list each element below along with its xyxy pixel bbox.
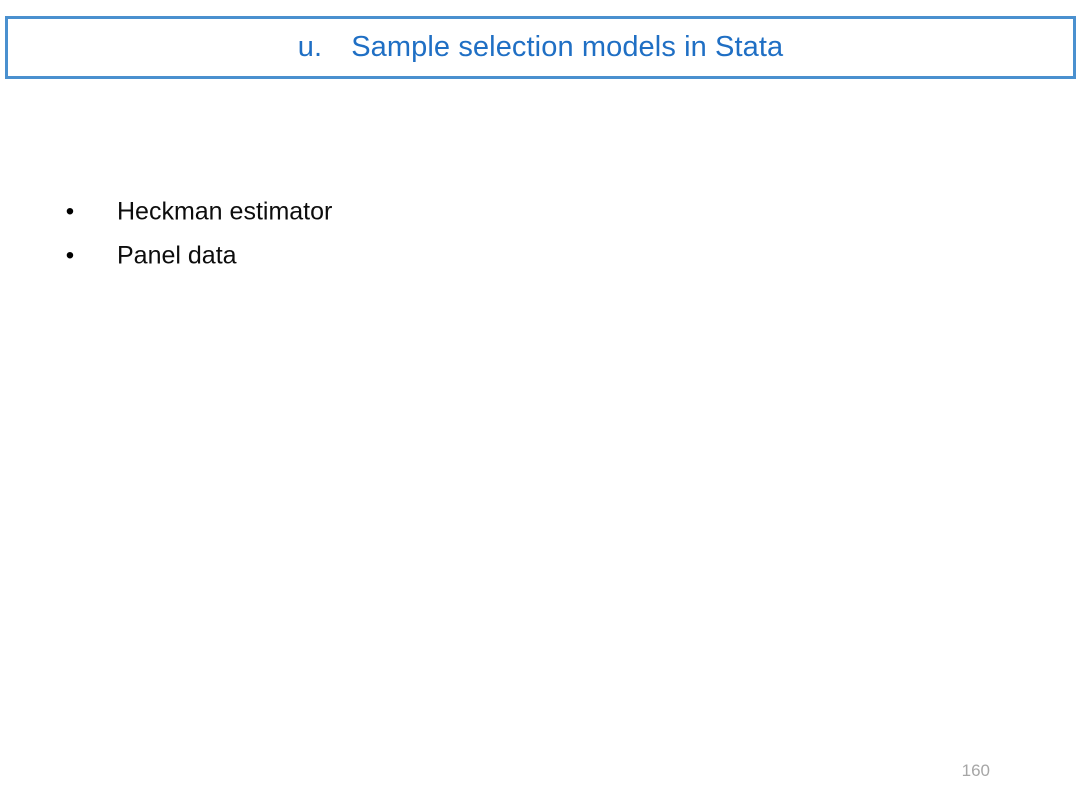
bullet-point-icon: • <box>65 242 75 269</box>
bullet-point-icon: • <box>65 198 75 225</box>
list-item: • Heckman estimator <box>0 190 1080 234</box>
list-item-label: Heckman estimator <box>117 197 333 226</box>
list-item: • Panel data <box>0 234 1080 278</box>
slide-title-box: u. Sample selection models in Stata <box>5 16 1076 79</box>
page-title: u. Sample selection models in Stata <box>297 31 784 64</box>
bullet-list: • Heckman estimator • Panel data <box>0 190 1080 278</box>
list-item-label: Panel data <box>117 241 237 270</box>
page-number: 160 <box>961 761 990 780</box>
